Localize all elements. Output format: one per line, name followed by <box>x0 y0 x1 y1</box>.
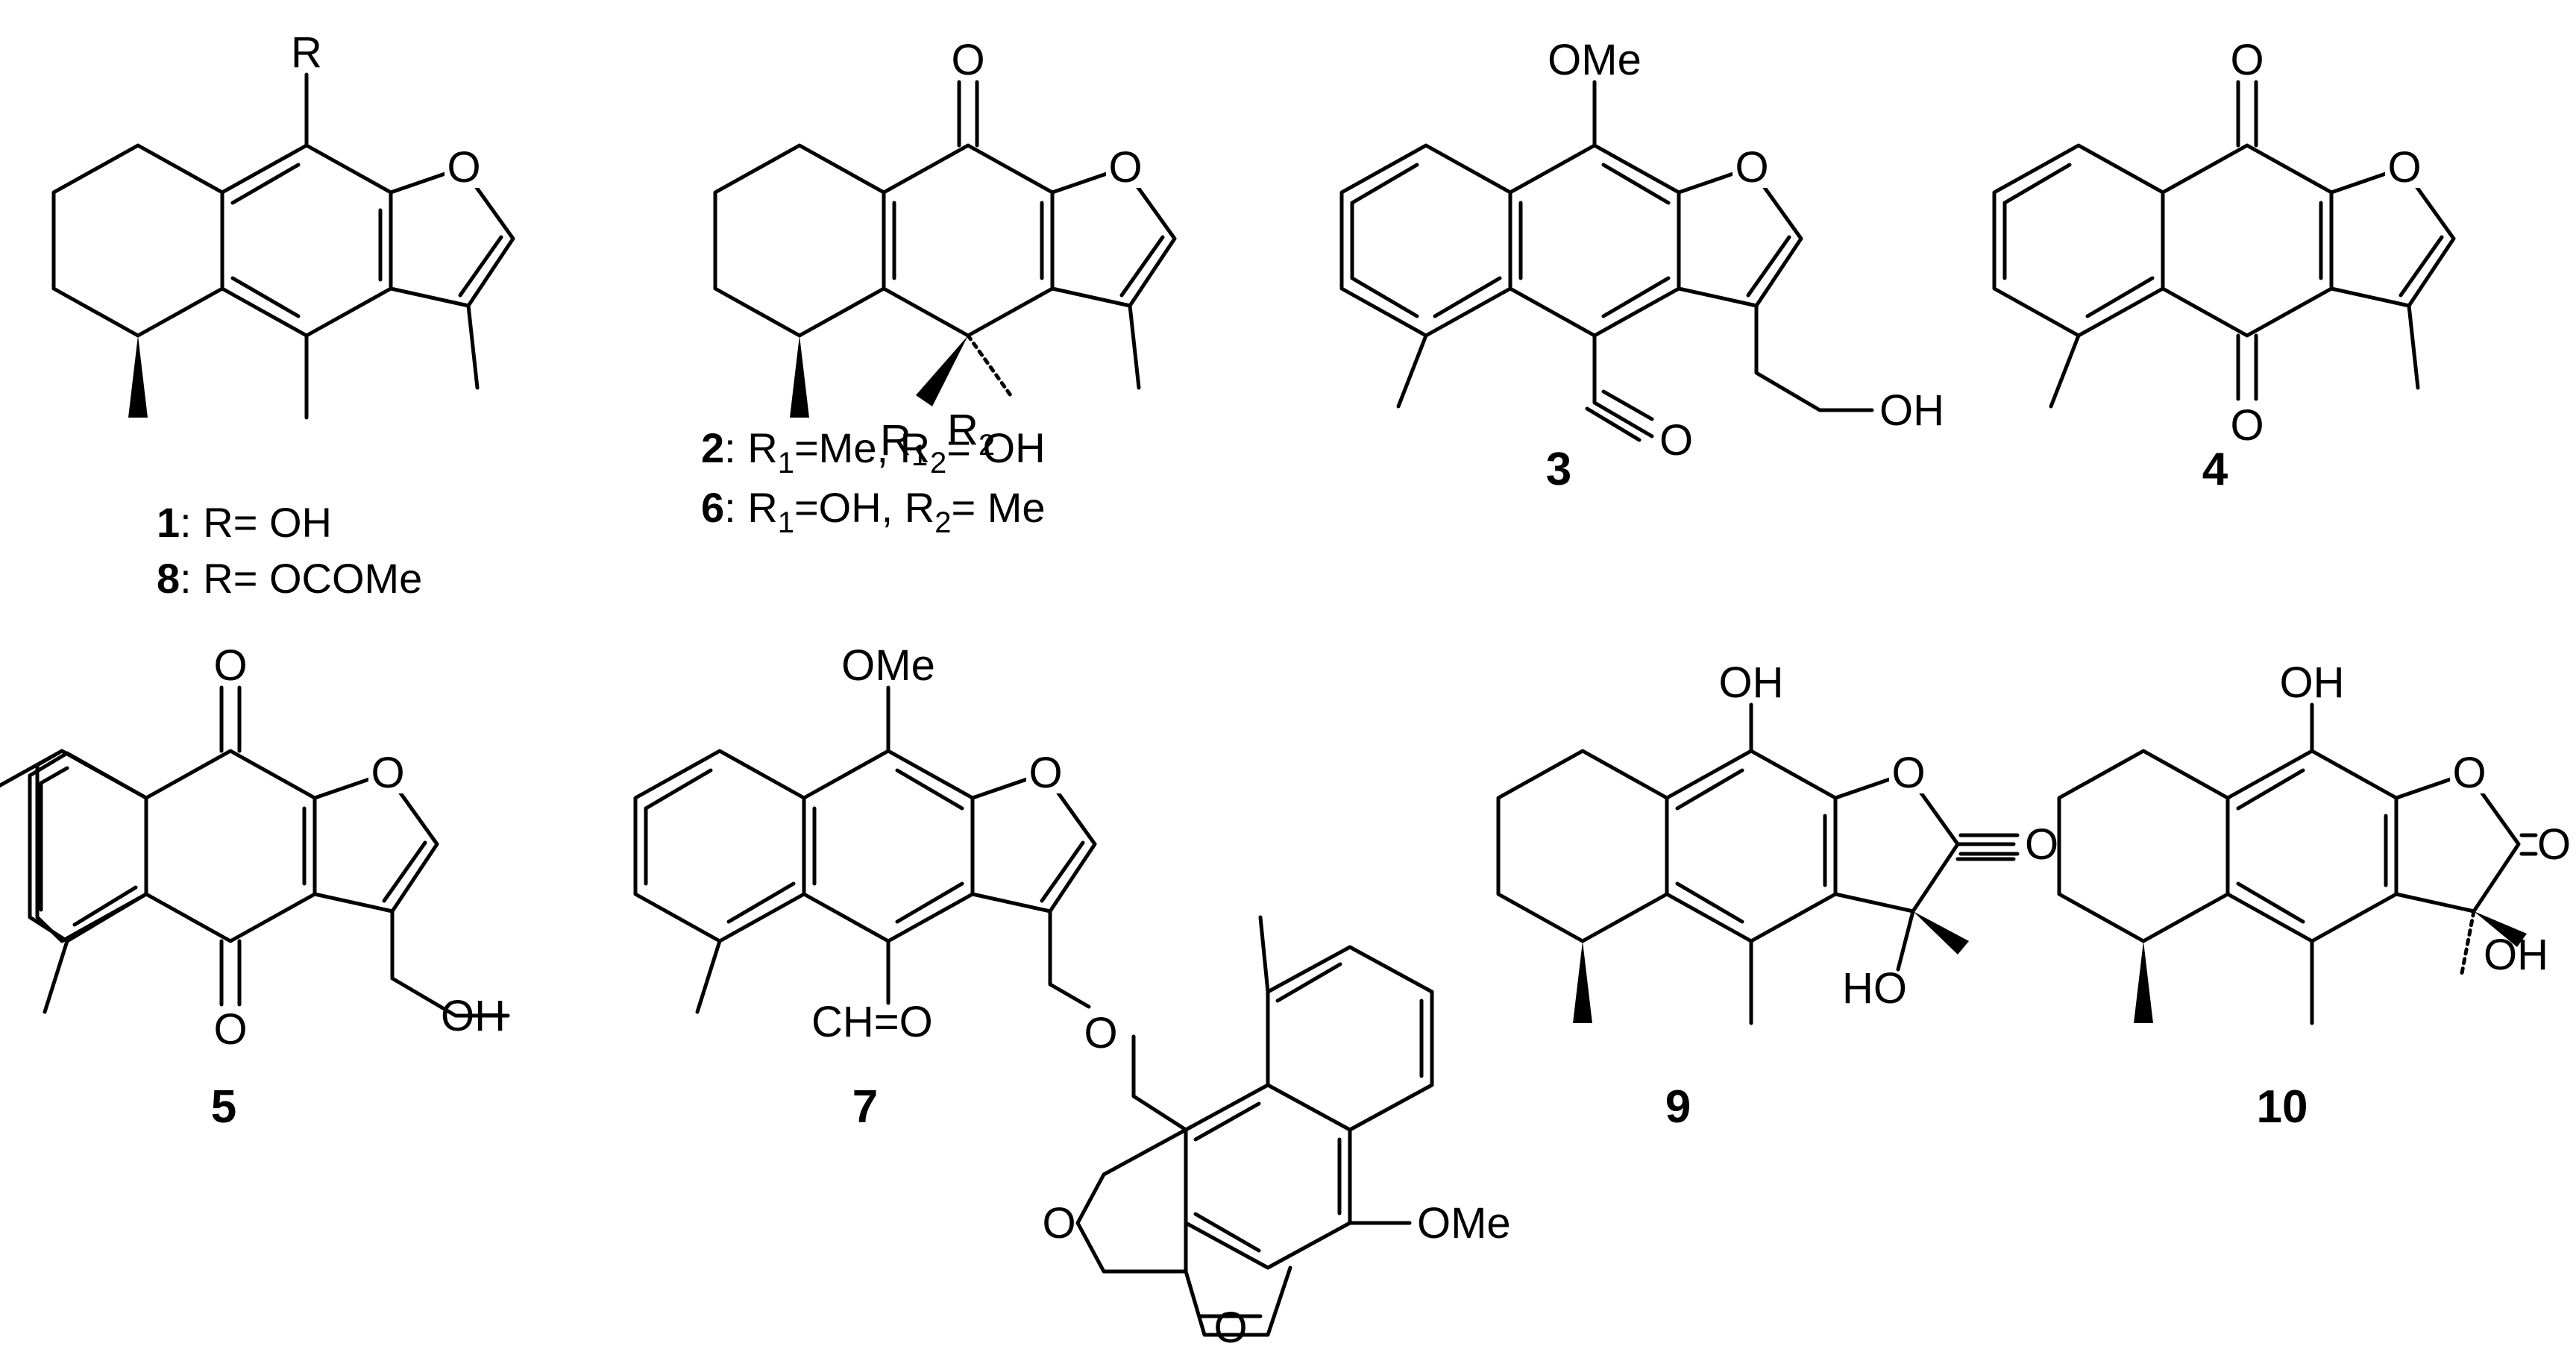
compound-1-structure: O R 1: R= OH 8: R= OCOMe <box>51 28 515 602</box>
atom-O: O <box>951 36 984 84</box>
label-compound-5: 5 <box>211 1081 236 1133</box>
atom-OH: OH <box>441 992 506 1040</box>
atom-OH: OH <box>2280 658 2345 707</box>
compound-4-structure: O O O 4 <box>1992 36 2456 495</box>
atom-O: O <box>213 641 247 690</box>
compound-5-structure: O O O OH 5 <box>0 641 510 1133</box>
atom-O: O <box>371 749 404 797</box>
atom-O: O <box>1213 1304 1247 1349</box>
atom-O: O <box>1028 749 1062 797</box>
caption-compound-6: 6: R1=OH, R2= Me <box>701 484 1046 539</box>
compound-2-structure: O O R1 R2 2: R1=Me, R2= OH 6: R1=OH, R2=… <box>701 36 1177 539</box>
atom-CHO: CH=O <box>811 998 933 1046</box>
compound-7-structure: O OMe CH=O O O O OMe 7 <box>633 641 1511 1349</box>
atom-R1: R1 <box>880 416 928 472</box>
atom-O: O <box>1659 416 1693 465</box>
atom-OMe: OMe <box>1417 1199 1511 1248</box>
atom-HO: HO <box>1842 964 1907 1013</box>
label-compound-7: 7 <box>852 1081 878 1133</box>
caption-compound-1: 1: R= OH <box>157 499 332 546</box>
atom-O: O <box>2230 36 2264 84</box>
atom-O: O <box>1891 749 1925 797</box>
atom-O: O <box>1108 143 1142 192</box>
compound-9-structure: O OH O HO 9 <box>1496 658 2058 1133</box>
atom-O: O <box>213 1005 247 1054</box>
atom-O: O <box>2537 820 2571 869</box>
atom-OMe: OMe <box>841 641 935 690</box>
atom-O: O <box>2387 143 2421 192</box>
atom-O: O <box>1735 143 1768 192</box>
atom-OH: OH <box>1879 386 1944 435</box>
atom-OMe: OMe <box>1548 36 1642 84</box>
compound-3-structure: O OMe OH O 3 <box>1339 36 1944 495</box>
compound-10-structure: O OH O OH 10 <box>2057 658 2571 1133</box>
atom-R2: R2 <box>947 406 995 462</box>
atom-O: O <box>1042 1199 1075 1248</box>
atom-OH: OH <box>1719 658 1784 707</box>
atom-O: O <box>447 143 480 192</box>
atom-O: O <box>2452 749 2486 797</box>
atom-O: O <box>1084 1009 1117 1057</box>
caption-compound-2: 2: R1=Me, R2= OH <box>701 424 1046 479</box>
label-compound-9: 9 <box>1665 1081 1691 1133</box>
atom-O: O <box>2230 401 2264 450</box>
label-compound-4: 4 <box>2202 444 2228 495</box>
caption-compound-8: 8: R= OCOMe <box>157 555 422 602</box>
atom-OH: OH <box>2484 931 2548 979</box>
label-compound-3: 3 <box>1546 444 1571 495</box>
label-compound-10: 10 <box>2257 1081 2308 1133</box>
atom-R: R <box>291 28 322 77</box>
atom-O: O <box>2025 820 2058 869</box>
